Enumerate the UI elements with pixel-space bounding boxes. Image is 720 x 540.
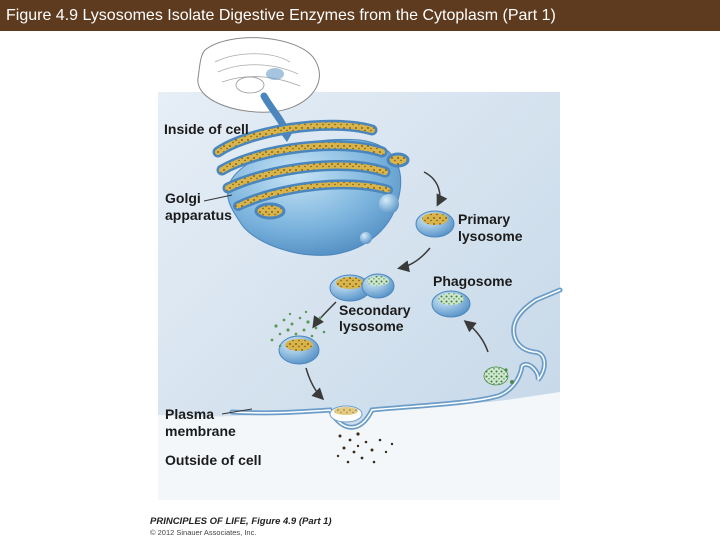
arrow-to-exocytosis <box>305 367 325 401</box>
label-primary-line1: Primary <box>458 211 510 227</box>
label-primary-line2: lysosome <box>458 228 523 244</box>
engulfed-particles <box>483 366 514 386</box>
credit-line2: © 2012 Sinauer Associates, Inc. <box>150 528 256 537</box>
exocytosis-vesicle <box>329 405 363 423</box>
figure-title: Figure 4.9 Lysosomes Isolate Digestive E… <box>0 0 720 31</box>
cell-thumbnail <box>197 37 320 113</box>
arrow-primary-to-secondary <box>397 247 431 273</box>
expelled-debris <box>336 432 394 464</box>
plasma-leader-line <box>221 408 253 415</box>
phagosome <box>431 290 471 318</box>
arrow-membrane-to-phagosome <box>463 320 489 353</box>
label-plasma-line1: Plasma <box>165 406 214 422</box>
digesting-lysosome <box>278 335 320 365</box>
label-secondary-line1: Secondary <box>339 302 411 318</box>
golgi-apparatus <box>212 119 410 256</box>
released-particles <box>270 310 326 348</box>
arrow-secondary-to-digestion <box>312 301 337 329</box>
credit-line1: PRINCIPLES OF LIFE, Figure 4.9 (Part 1) <box>150 516 332 527</box>
label-plasma-line2: membrane <box>165 423 236 439</box>
secondary-lysosome <box>329 273 395 302</box>
label-outside-of-cell: Outside of cell <box>165 452 261 468</box>
label-golgi-line2: apparatus <box>165 207 232 223</box>
label-golgi-line1: Golgi <box>165 190 201 206</box>
golgi-leader-line <box>203 194 233 202</box>
label-inside-of-cell: Inside of cell <box>164 121 249 137</box>
label-phagosome: Phagosome <box>433 273 513 289</box>
label-secondary-line2: lysosome <box>339 318 404 334</box>
primary-lysosome <box>415 210 455 238</box>
arrow-golgi-to-primary <box>423 171 448 207</box>
